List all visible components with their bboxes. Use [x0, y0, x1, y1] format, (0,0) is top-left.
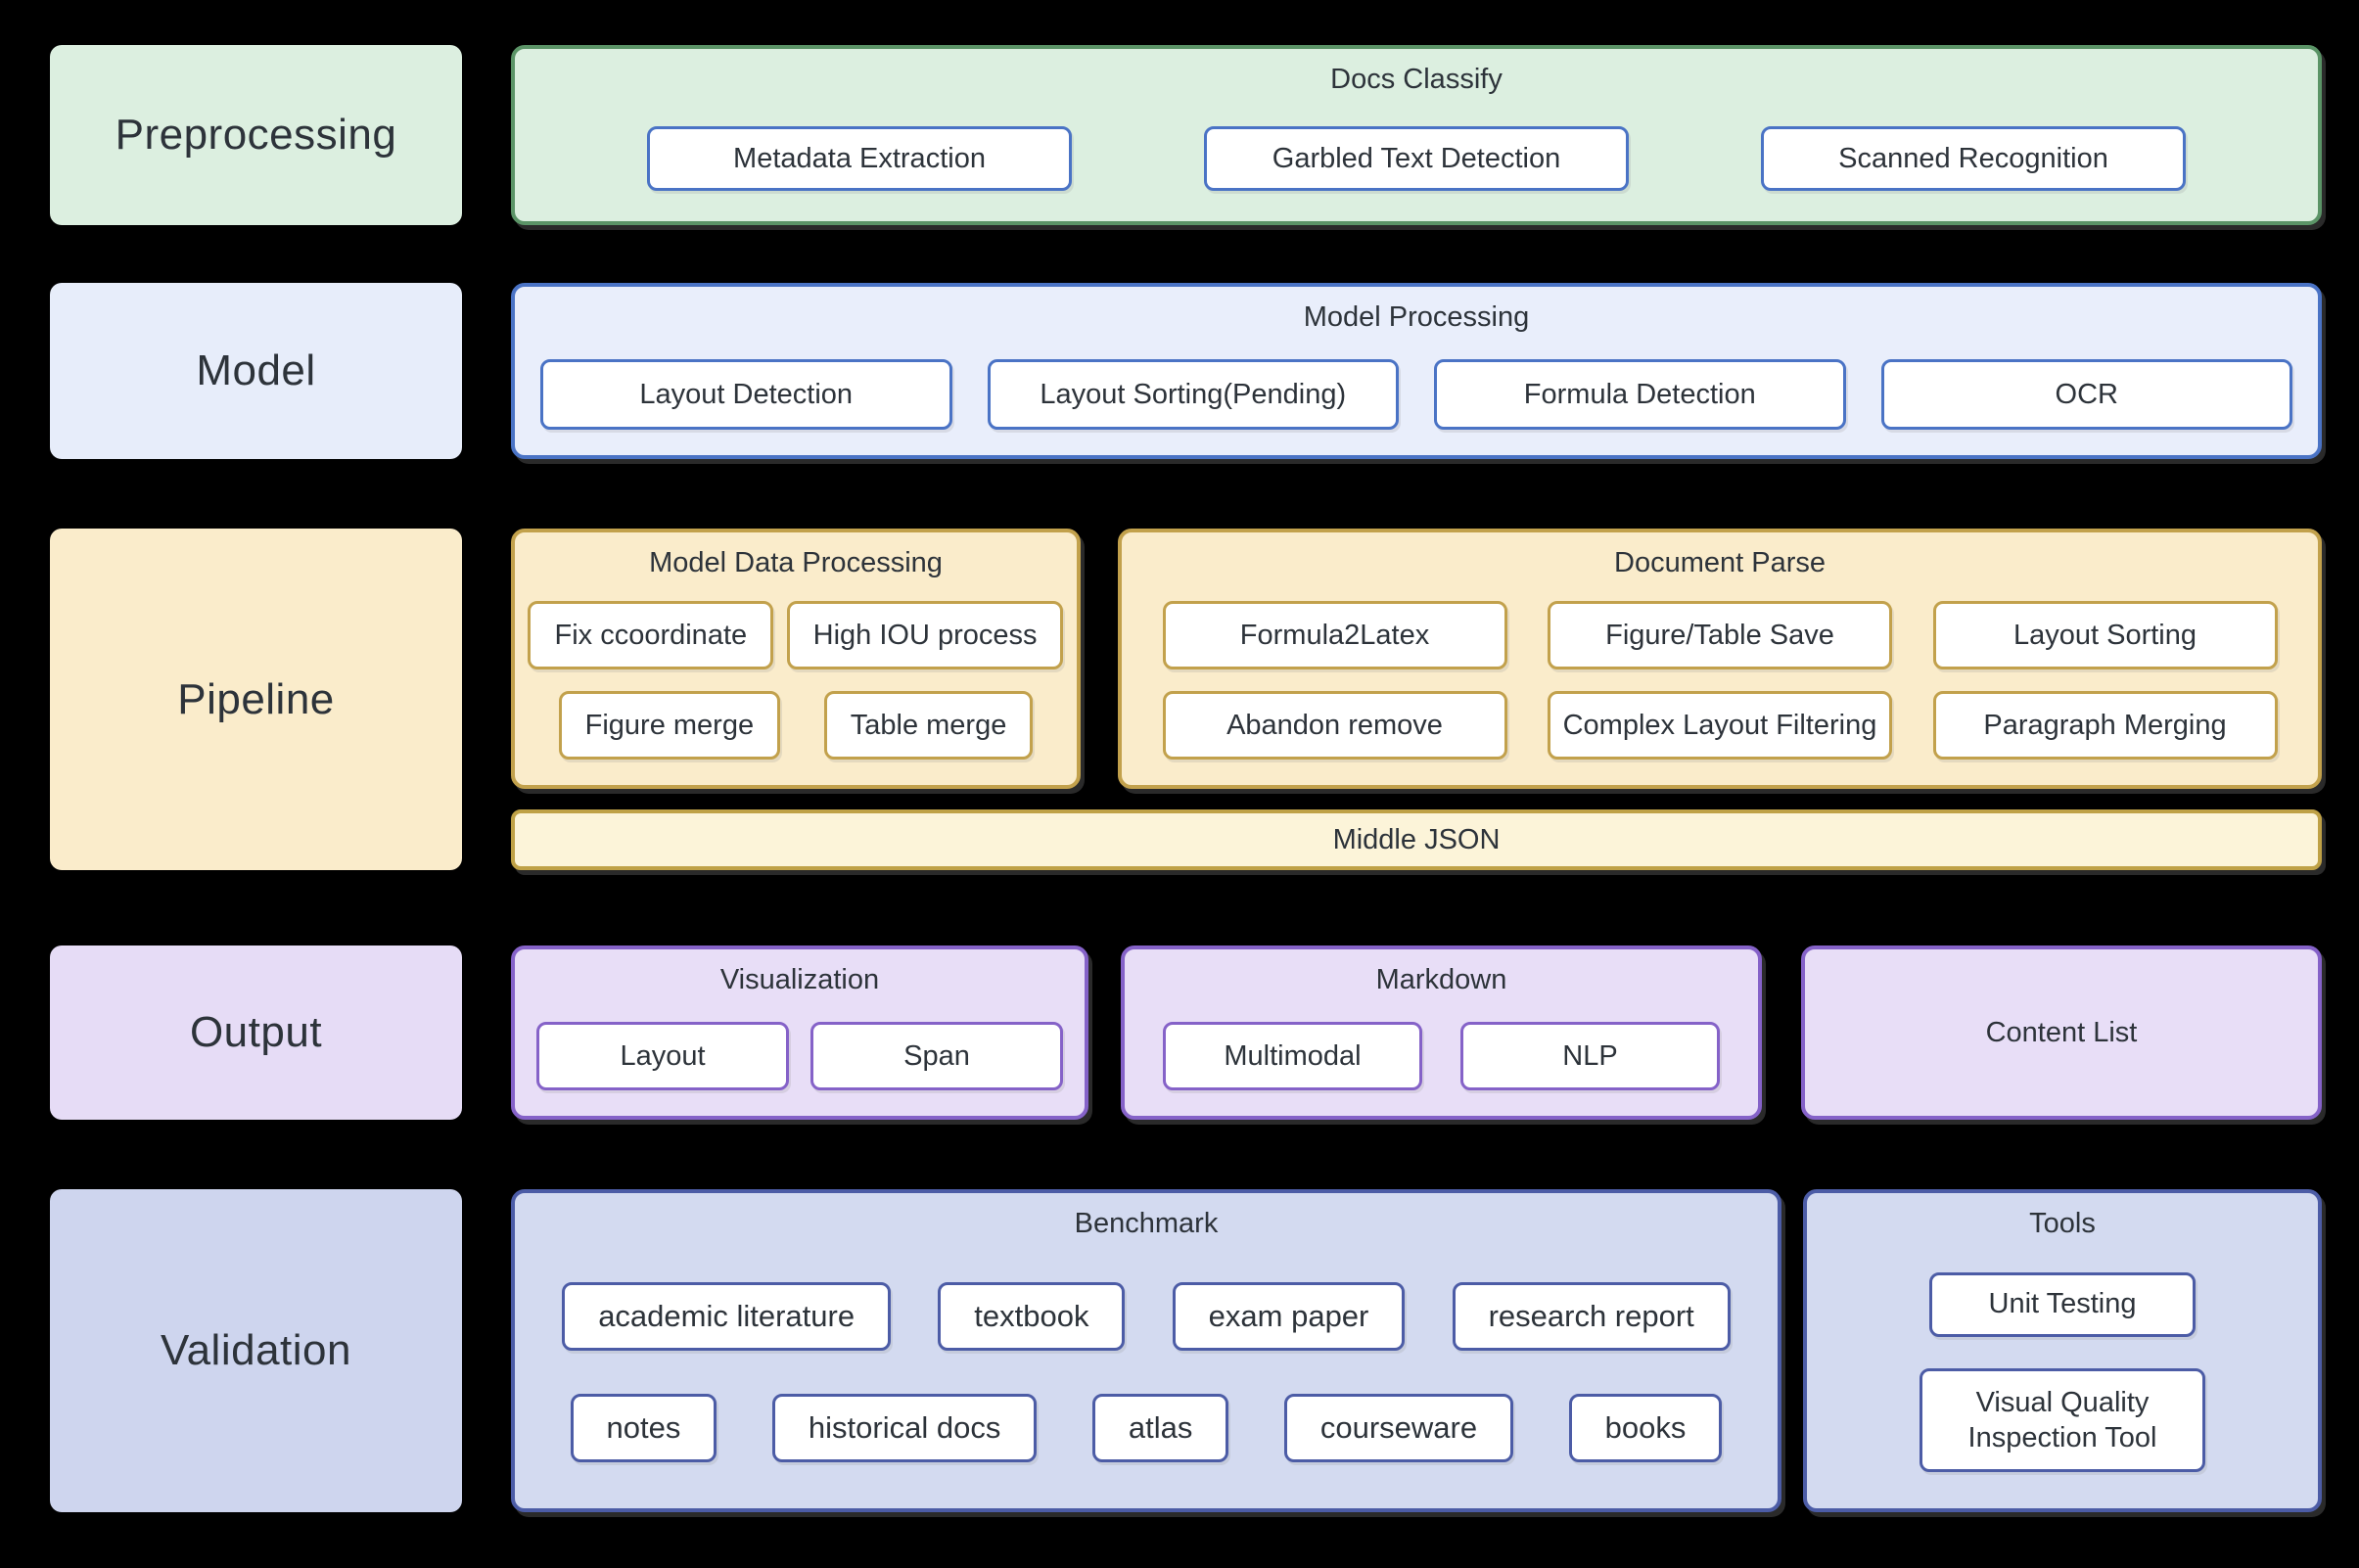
- node-research-report: research report: [1452, 1282, 1731, 1352]
- node-figure-table-save: Figure/Table Save: [1548, 601, 1892, 669]
- model-processing-title: Model Processing: [1303, 301, 1530, 333]
- markdown-container: Markdown Multimodal NLP: [1121, 945, 1762, 1120]
- node-complex-layout-filtering: Complex Layout Filtering: [1548, 691, 1892, 760]
- node-atlas: atlas: [1091, 1393, 1229, 1462]
- node-layout-detection: Layout Detection: [540, 359, 952, 430]
- node-span: Span: [810, 1022, 1063, 1090]
- visualization-title: Visualization: [719, 964, 880, 995]
- node-abandon-remove: Abandon remove: [1162, 691, 1507, 760]
- benchmark-title: Benchmark: [1074, 1208, 1219, 1239]
- node-textbook: textbook: [938, 1282, 1126, 1352]
- node-garbled-text-detection: Garbled Text Detection: [1204, 126, 1629, 191]
- docs-classify-container: Docs Classify Metadata Extraction Garble…: [511, 45, 2322, 225]
- node-fix-ccoordinate: Fix ccoordinate: [528, 601, 774, 669]
- row-label-preprocessing: Preprocessing: [50, 45, 462, 225]
- node-figure-merge: Figure merge: [558, 691, 781, 760]
- node-unit-testing: Unit Testing: [1929, 1271, 2196, 1337]
- docs-classify-title: Docs Classify: [1330, 64, 1503, 95]
- node-paragraph-merging: Paragraph Merging: [1932, 691, 2278, 760]
- row-label-validation: Validation: [50, 1189, 462, 1512]
- content-list-title: Content List: [1985, 1016, 2138, 1048]
- node-table-merge: Table merge: [823, 691, 1034, 760]
- document-parse-title: Document Parse: [1614, 547, 1826, 578]
- node-nlp: NLP: [1460, 1022, 1720, 1090]
- document-parse-container: Document Parse Formula2Latex Figure/Tabl…: [1118, 529, 2322, 789]
- node-scanned-recognition: Scanned Recognition: [1761, 126, 2186, 191]
- node-multimodal: Multimodal: [1163, 1022, 1422, 1090]
- model-data-processing-container: Model Data Processing Fix ccoordinate Hi…: [511, 529, 1081, 789]
- middle-json-bar: Middle JSON: [511, 809, 2322, 870]
- node-academic-literature: academic literature: [562, 1282, 892, 1352]
- row-preprocessing: Preprocessing Docs Classify Metadata Ext…: [50, 45, 2322, 225]
- node-exam-paper: exam paper: [1172, 1282, 1406, 1352]
- node-layout-sorting: Layout Sorting: [1932, 601, 2278, 669]
- node-courseware: courseware: [1283, 1393, 1514, 1462]
- node-books: books: [1568, 1393, 1723, 1462]
- row-pipeline: Pipeline Model Data Processing Fix ccoor…: [50, 529, 2322, 870]
- node-formula-detection: Formula Detection: [1434, 359, 1846, 430]
- node-metadata-extraction: Metadata Extraction: [647, 126, 1072, 191]
- row-validation: Validation Benchmark academic literature…: [50, 1189, 2322, 1512]
- row-output: Output Visualization Layout Span Markdow…: [50, 945, 2322, 1120]
- node-historical-docs: historical docs: [771, 1393, 1038, 1462]
- node-layout: Layout: [536, 1022, 789, 1090]
- row-label-pipeline: Pipeline: [50, 529, 462, 870]
- node-visual-quality-inspection-tool: Visual Quality Inspection Tool: [1920, 1368, 2205, 1473]
- node-high-iou-process: High IOU process: [786, 601, 1064, 669]
- benchmark-container: Benchmark academic literature textbook e…: [511, 1189, 1781, 1512]
- node-formula2latex: Formula2Latex: [1162, 601, 1507, 669]
- model-processing-container: Model Processing Layout Detection Layout…: [511, 283, 2322, 459]
- content-list-container: Content List: [1801, 945, 2322, 1120]
- row-model: Model Model Processing Layout Detection …: [50, 283, 2322, 459]
- node-ocr: OCR: [1880, 359, 2292, 430]
- model-data-processing-title: Model Data Processing: [649, 547, 943, 578]
- tools-title: Tools: [2029, 1208, 2096, 1239]
- markdown-title: Markdown: [1375, 964, 1507, 995]
- row-label-output: Output: [50, 945, 462, 1120]
- visualization-container: Visualization Layout Span: [511, 945, 1088, 1120]
- row-label-model: Model: [50, 283, 462, 459]
- tools-container: Tools Unit Testing Visual Quality Inspec…: [1803, 1189, 2322, 1512]
- node-layout-sorting-pending: Layout Sorting(Pending): [987, 359, 1399, 430]
- node-notes: notes: [570, 1393, 717, 1462]
